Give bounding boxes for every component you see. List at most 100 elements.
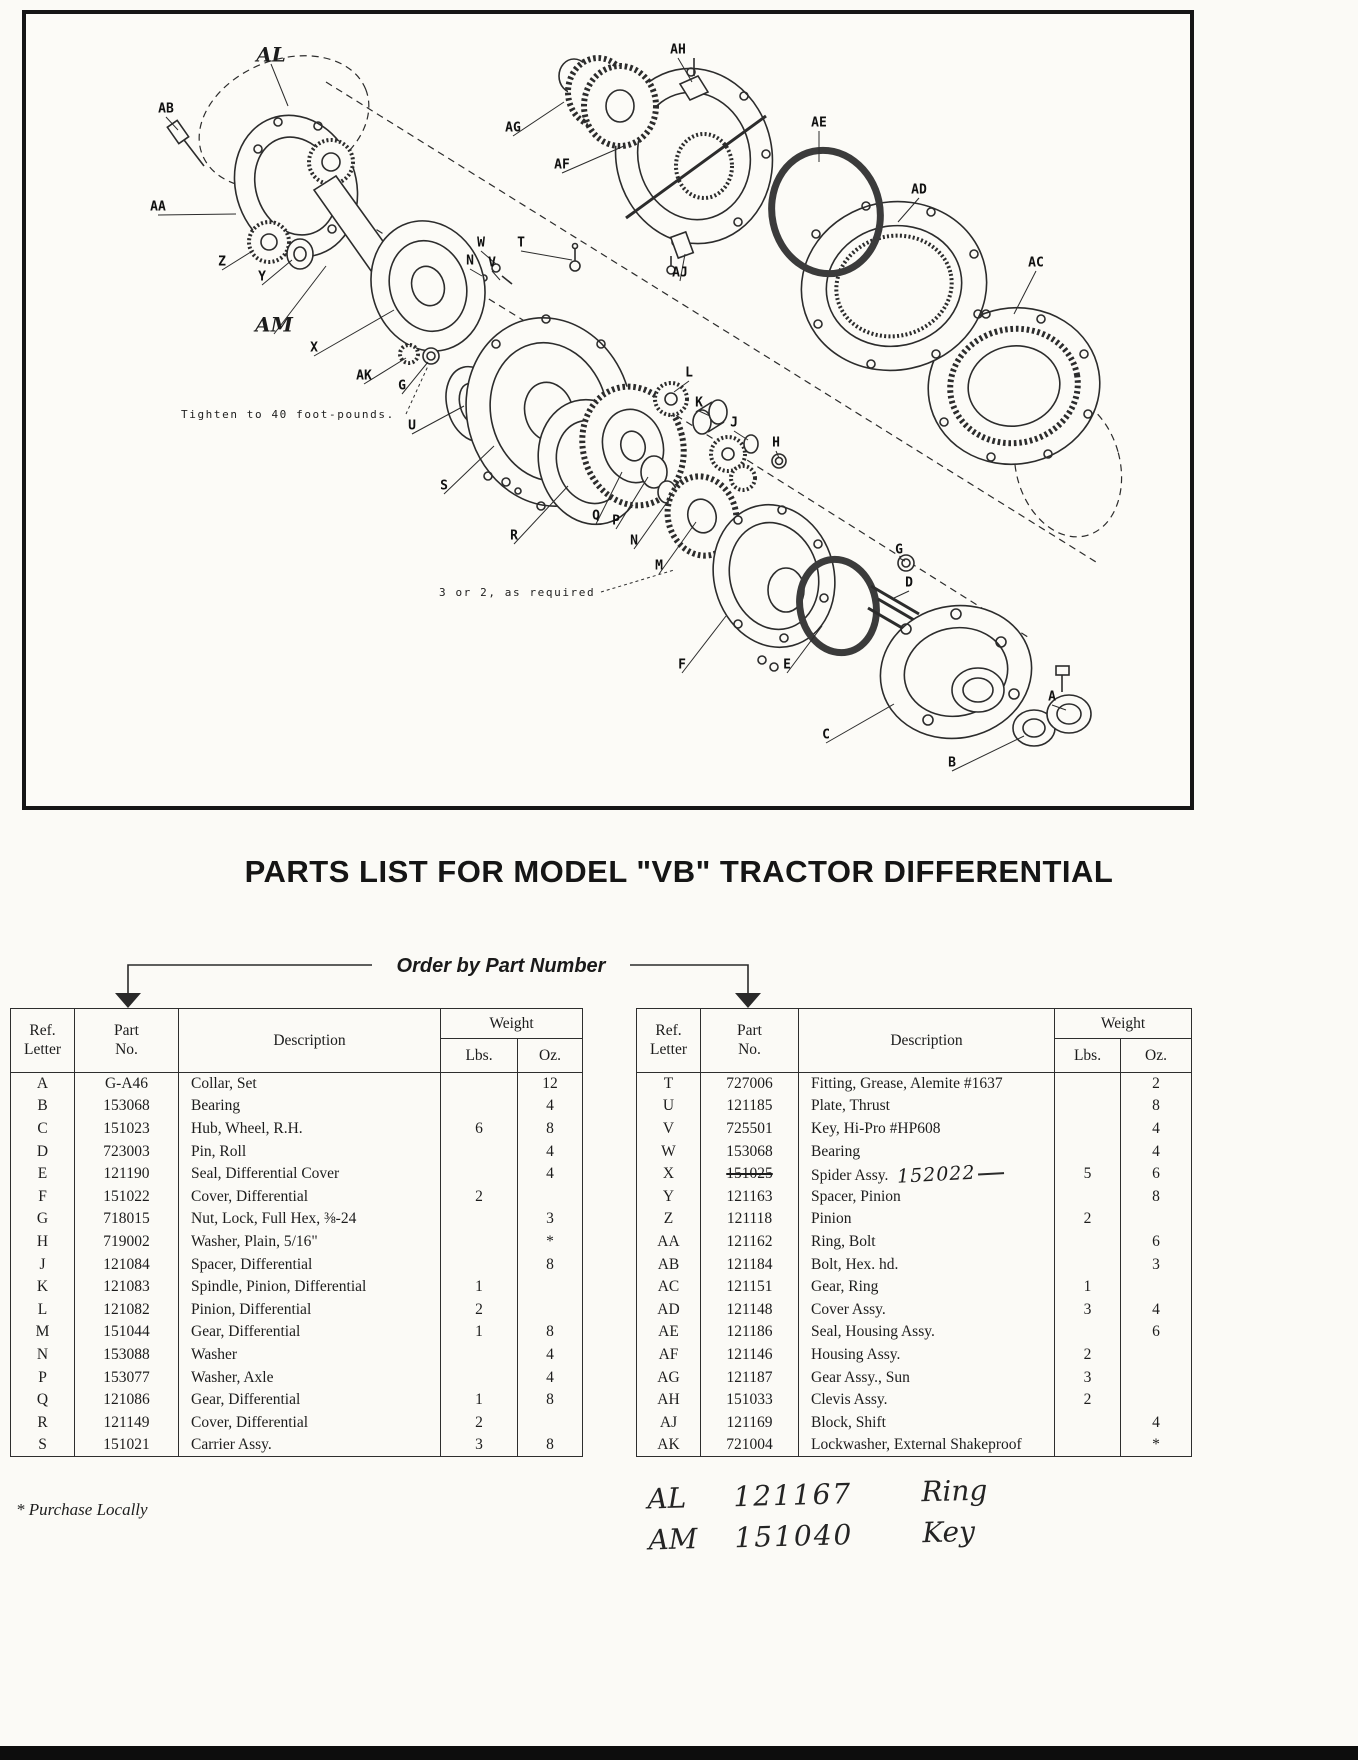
- callout-letter: AF: [554, 158, 570, 173]
- lbs-cell: [440, 1095, 518, 1118]
- callout-letter: AD: [911, 183, 927, 198]
- description-cell: Lockwasher, External Shakeproof: [798, 1434, 1055, 1457]
- description-header: Description: [798, 1008, 1055, 1073]
- lbs-header: Lbs.: [440, 1038, 518, 1073]
- callout-letter: AK: [356, 369, 372, 384]
- oz-cell: 12: [516, 1072, 584, 1096]
- oz-cell: [516, 1185, 584, 1209]
- ref-letter-cell: V: [636, 1117, 701, 1141]
- input-shaft-group: [166, 55, 486, 365]
- lbs-cell: [440, 1366, 518, 1389]
- description-cell: Washer: [178, 1343, 441, 1367]
- sun-gear-group: [558, 55, 659, 149]
- handwritten-desc: Key: [921, 1514, 976, 1550]
- callout-letter: Q: [592, 509, 600, 524]
- lbs-cell: 2: [440, 1298, 518, 1322]
- oz-cell: 4: [516, 1140, 584, 1163]
- oz-cell: [1119, 1275, 1193, 1299]
- lbs-cell: 1: [1054, 1275, 1121, 1299]
- weight-header: Weight: [439, 1008, 584, 1039]
- ref-letter-cell: Z: [636, 1208, 701, 1231]
- description-header: Description: [178, 1008, 441, 1073]
- oz-cell: 3: [1119, 1253, 1193, 1276]
- lbs-cell: [440, 1208, 518, 1231]
- oz-cell: 4: [516, 1162, 584, 1186]
- ref-letter-header: Ref.Letter: [10, 1008, 75, 1073]
- table-row: AC 121151 Gear, Ring 1: [636, 1275, 1193, 1299]
- description-cell: Pinion: [798, 1208, 1055, 1231]
- description-cell: Cover, Differential: [178, 1185, 441, 1209]
- oz-cell: 8: [516, 1117, 584, 1141]
- table-row: G 718015 Nut, Lock, Full Hex, ⅜-24 3: [10, 1208, 584, 1231]
- lbs-cell: 3: [440, 1434, 518, 1457]
- part-number-cell: 121187: [700, 1366, 799, 1389]
- callout-letter: D: [905, 576, 913, 591]
- table-row: AG 121187 Gear Assy., Sun 3: [636, 1366, 1193, 1389]
- table-row: Q 121086 Gear, Differential 1 8: [10, 1388, 584, 1412]
- ref-letter-cell: U: [636, 1095, 701, 1118]
- lbs-cell: 6: [440, 1117, 518, 1141]
- torque-note: Tighten to 40 foot-pounds.: [181, 408, 395, 421]
- description-cell: Carrier Assy.: [178, 1434, 441, 1457]
- lbs-cell: 2: [1054, 1388, 1121, 1412]
- weight-header: Weight: [1053, 1008, 1193, 1039]
- down-arrow-icon: [115, 993, 141, 1008]
- ref-letter-cell: B: [10, 1095, 75, 1118]
- purchase-locally-footnote: * Purchase Locally: [16, 1500, 148, 1519]
- ref-letter-cell: L: [10, 1298, 75, 1322]
- wheel-hub-group: [879, 604, 1092, 747]
- ref-letter-cell: AA: [636, 1230, 701, 1254]
- ref-letter-cell: AD: [636, 1298, 701, 1322]
- ref-letter-cell: AK: [636, 1434, 701, 1457]
- part-number-cell: 121082: [74, 1298, 179, 1322]
- lbs-cell: 2: [440, 1411, 518, 1434]
- part-number-cell: 121162: [700, 1230, 799, 1254]
- table-row: X 151025 Spider Assy.152022 5 6: [636, 1162, 1193, 1188]
- lbs-cell: [1054, 1140, 1121, 1163]
- handwritten-ref: AM: [648, 1522, 698, 1557]
- ref-letter-cell: G: [10, 1208, 75, 1231]
- oz-cell: [516, 1411, 584, 1434]
- part-number-cell: 151023: [74, 1117, 179, 1141]
- table-row: AA 121162 Ring, Bolt 6: [636, 1230, 1193, 1254]
- part-number-cell: 121163: [700, 1185, 799, 1209]
- table-row: AH 151033 Clevis Assy. 2: [636, 1388, 1193, 1412]
- table-row: AK 721004 Lockwasher, External Shakeproo…: [636, 1434, 1193, 1457]
- part-number-cell: 727006: [700, 1072, 799, 1096]
- callout-letter: A: [1048, 690, 1056, 705]
- ref-letter-cell: AH: [636, 1388, 701, 1412]
- lbs-cell: 1: [440, 1388, 518, 1412]
- description-cell: Bearing: [798, 1140, 1055, 1163]
- ref-letter-cell: H: [10, 1230, 75, 1254]
- lbs-cell: [1054, 1253, 1121, 1276]
- description-cell: Nut, Lock, Full Hex, ⅜-24: [178, 1208, 441, 1231]
- description-cell: Washer, Plain, 5/16": [178, 1230, 441, 1254]
- ref-letter-cell: A: [10, 1072, 75, 1096]
- lbs-cell: [440, 1253, 518, 1276]
- callout-letter: F: [678, 658, 686, 673]
- order-by-bracket: Order by Part Number: [115, 955, 761, 1008]
- callout-letter: AC: [1028, 256, 1044, 271]
- lbs-cell: 2: [1054, 1208, 1121, 1231]
- part-number-cell: 725501: [700, 1117, 799, 1141]
- callout-letter: AL: [254, 43, 286, 67]
- description-cell: Pinion, Differential: [178, 1298, 441, 1322]
- table-row: W 153068 Bearing 4: [636, 1140, 1193, 1163]
- description-cell: Hub, Wheel, R.H.: [178, 1117, 441, 1141]
- description-cell: Gear, Ring: [798, 1275, 1055, 1299]
- oz-cell: 3: [516, 1208, 584, 1231]
- page-edge-bar: [0, 1746, 1358, 1760]
- quantity-note: 3 or 2, as required: [439, 586, 595, 599]
- description-cell: Plate, Thrust: [798, 1095, 1055, 1118]
- description-cell: Seal, Differential Cover: [178, 1162, 441, 1186]
- table-row: L 121082 Pinion, Differential 2: [10, 1298, 584, 1322]
- lbs-cell: 1: [440, 1275, 518, 1299]
- description-cell: Cover Assy.: [798, 1298, 1055, 1322]
- description-cell: Ring, Bolt: [798, 1230, 1055, 1254]
- table-row: T 727006 Fitting, Grease, Alemite #1637 …: [636, 1072, 1193, 1096]
- table-row: C 151023 Hub, Wheel, R.H. 6 8: [10, 1117, 584, 1141]
